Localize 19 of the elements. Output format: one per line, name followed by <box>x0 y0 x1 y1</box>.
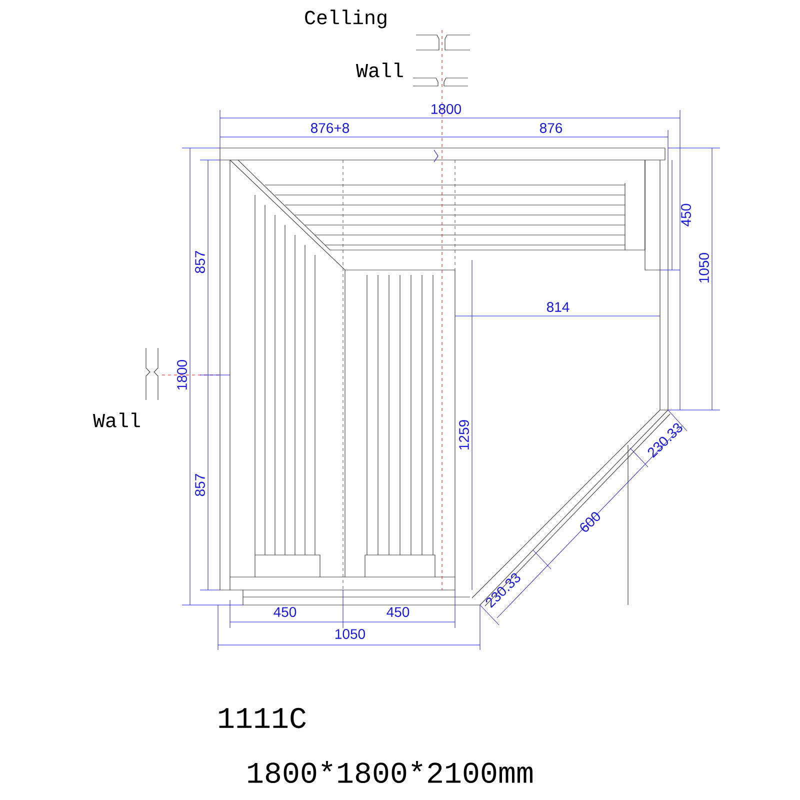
dimension-value: 1800 <box>432 104 462 114</box>
model-text: 1111C <box>219 708 306 728</box>
dimension-value: 1050 <box>699 252 709 282</box>
dimension-value: 450 <box>386 607 410 617</box>
wall-label: Wall <box>93 412 140 428</box>
wall-label: Wall <box>356 62 403 78</box>
dimension-value: 600 <box>580 512 600 532</box>
dimension-value: 1050 <box>336 629 366 639</box>
dimension-value: 1259 <box>459 420 469 450</box>
dimension-value: 876 <box>540 123 562 133</box>
dimension-value: 1800 <box>177 360 187 390</box>
dimension-value: 857 <box>195 474 205 496</box>
dimension-value: 857 <box>195 251 205 274</box>
dimension-value: 814 <box>546 302 570 312</box>
model-text: 1800*1800*2100mm <box>248 761 532 784</box>
dimension-value: 450 <box>681 204 691 226</box>
wall-label: Celling <box>305 10 386 28</box>
dimension-value: 876+8 <box>310 123 350 133</box>
dimension-value: 450 <box>274 607 296 617</box>
